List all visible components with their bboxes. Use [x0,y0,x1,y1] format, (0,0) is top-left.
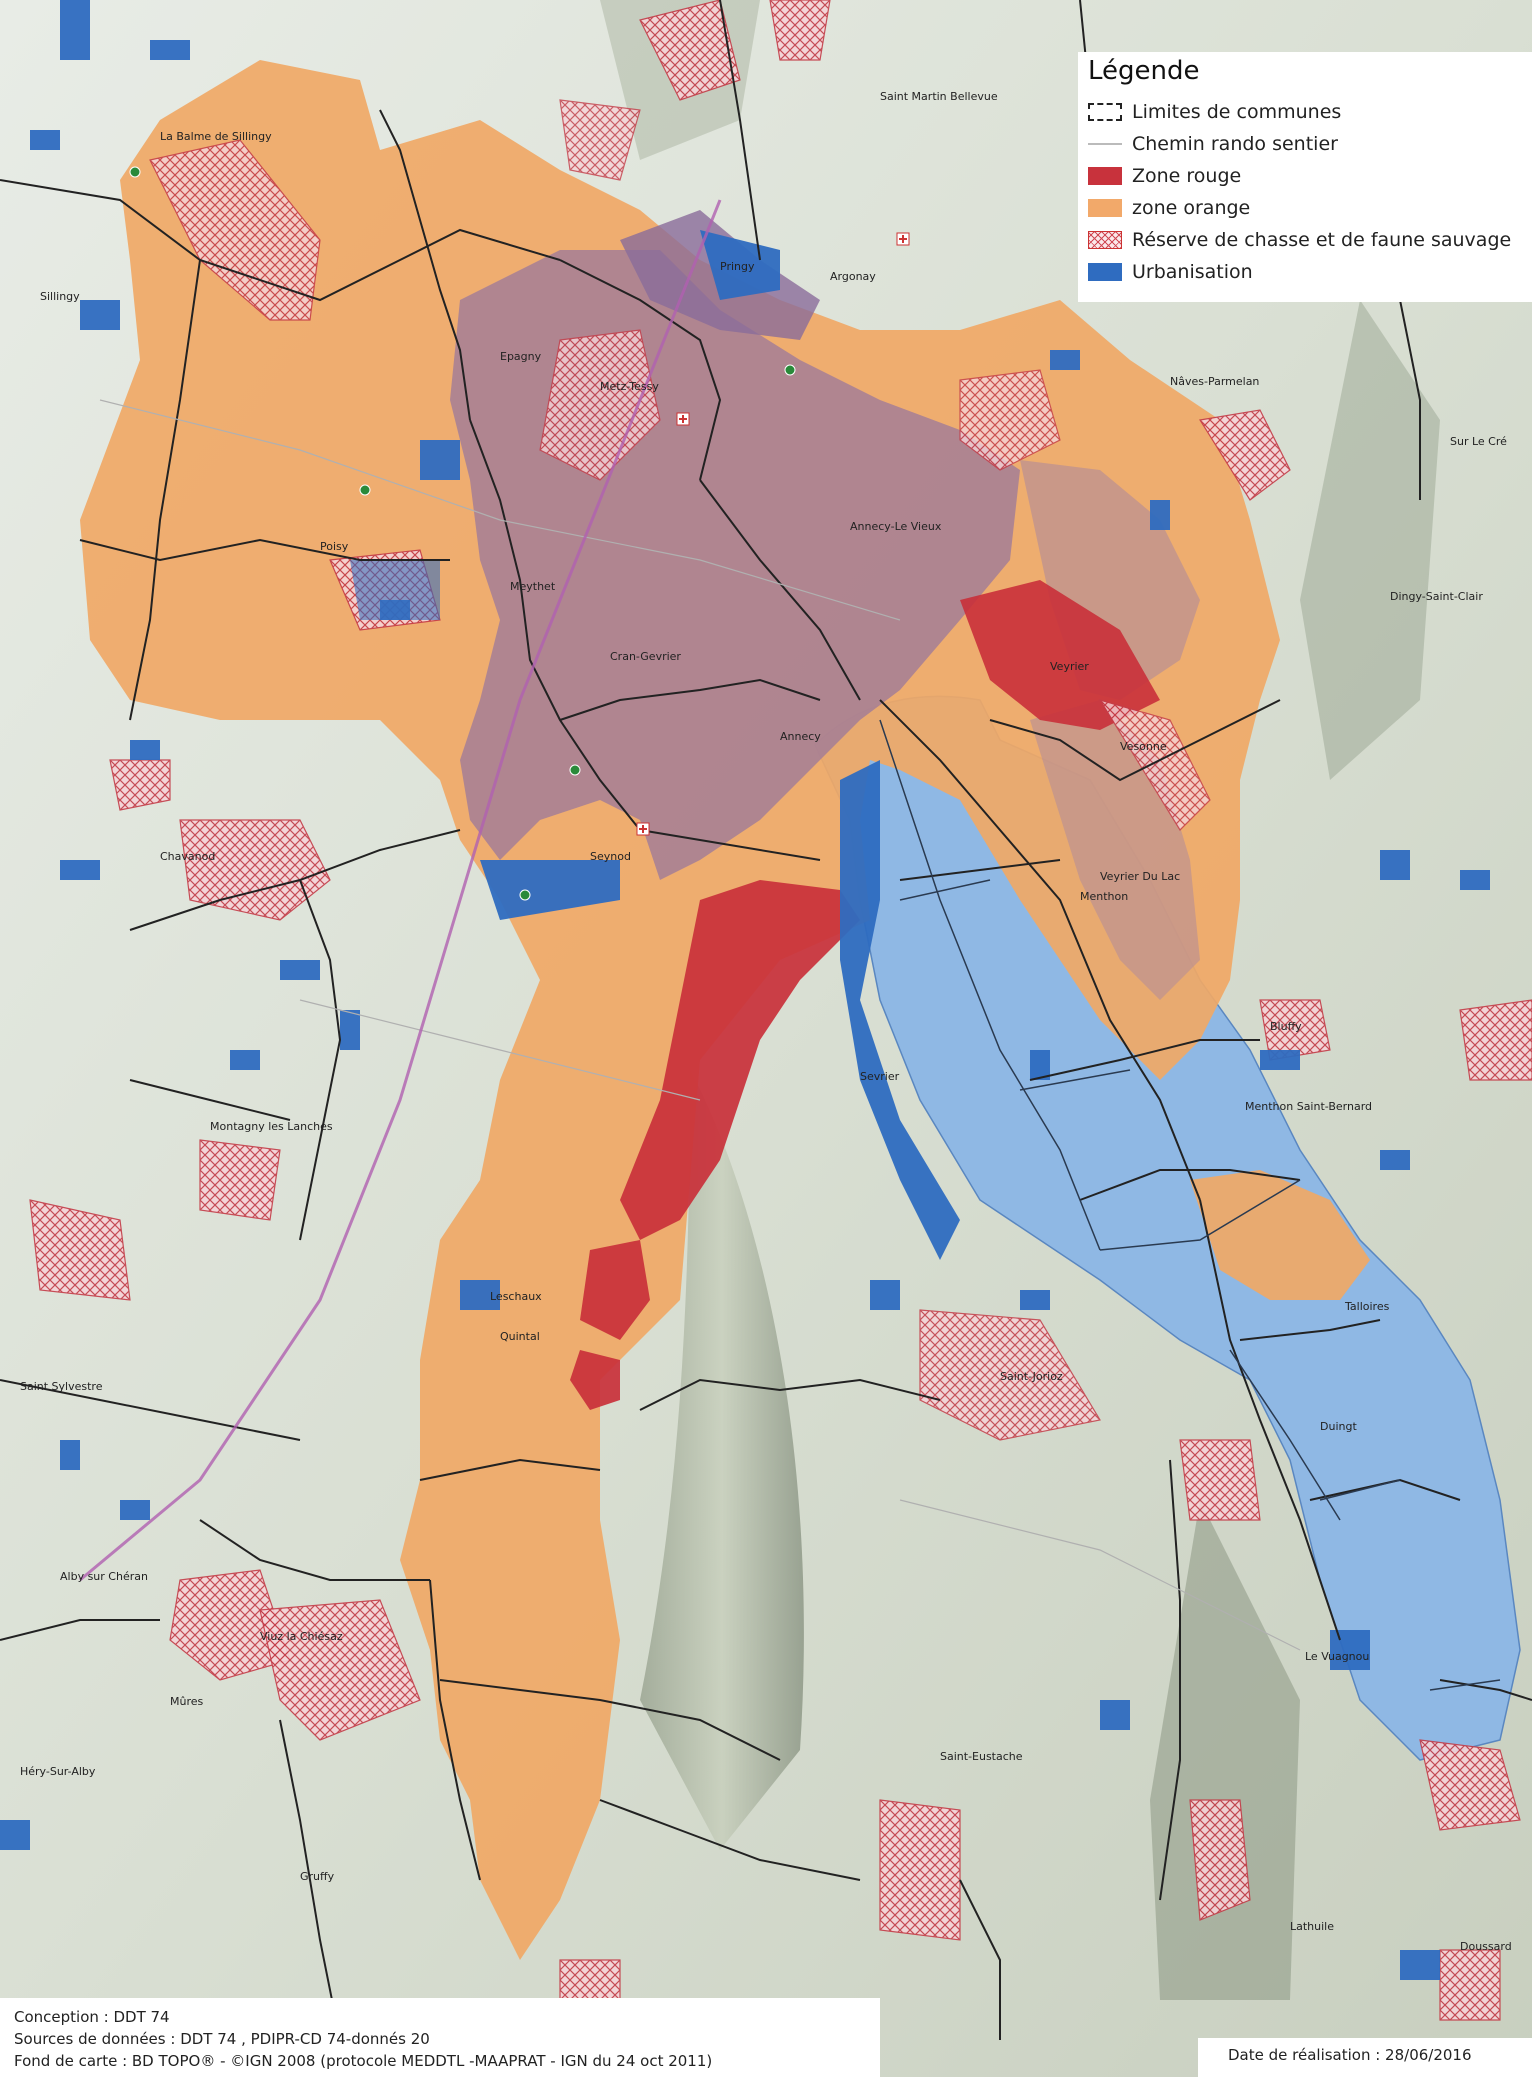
chemin-rando [99,399,1301,1651]
place-label: Talloires [1344,1300,1390,1313]
legend-label: Limites de communes [1132,101,1342,123]
legend-item-urban: Urbanisation [1088,256,1524,288]
legend-item-communes: Limites de communes [1088,96,1524,128]
place-label: Doussard [1460,1940,1512,1953]
place-label: Alby sur Chéran [60,1570,148,1583]
mountain-ridge-west [640,1070,804,1850]
place-label: Cran-Gevrier [610,650,681,663]
place-label: Argonay [830,270,876,283]
place-labels: La Balme de Sillingy Saint Martin Bellev… [20,90,1512,1953]
urbanisation-patches [0,0,1490,2060]
zone-rouge-swatch [1088,167,1122,185]
credit-fond: Fond de carte : BD TOPO® - ©IGN 2008 (pr… [14,2052,713,2070]
place-label: Seynod [590,850,631,863]
place-label: Pringy [720,260,755,273]
green-markers [129,166,796,901]
place-label: Meythet [510,580,556,593]
credit-sources: Sources de données : DDT 74 , PDIPR-CD 7… [14,2030,430,2048]
place-label: Lathuile [1290,1920,1334,1933]
place-label: Metz-Tessy [600,380,659,393]
place-label: Poisy [320,540,349,553]
place-label: Duingt [1320,1420,1357,1433]
place-label: Annecy-Le Vieux [850,520,942,533]
credits-panel: Conception : DDT 74 Sources de données :… [0,1998,880,2077]
place-label: Annecy [780,730,821,743]
place-label: Veyrier Du Lac [1100,870,1180,883]
place-label: Nâves-Parmelan [1170,375,1259,388]
place-label: Héry-Sur-Alby [20,1765,96,1778]
place-label: Le Vuagnou [1305,1650,1369,1663]
zone-orange-talloires [1190,1170,1370,1300]
urbanisation-swatch [1088,263,1122,281]
mountain-ridge-south [1150,1500,1300,2000]
place-label: Saint-Eustache [940,1750,1023,1763]
hospital-markers [636,232,910,836]
place-label: Bluffy [1270,1020,1302,1033]
reserve-swatch [1088,231,1122,249]
zone-rouge-leschaux [570,1350,620,1410]
place-label: Saint Martin Bellevue [880,90,998,103]
chemin-swatch [1088,143,1122,145]
place-label: La Balme de Sillingy [160,130,272,143]
legend-label: zone orange [1132,197,1251,219]
place-label: Epagny [500,350,542,363]
place-label: Veyrier [1050,660,1089,673]
credit-conception: Conception : DDT 74 [14,2008,170,2026]
place-label: Montagny les Lanches [210,1120,333,1133]
place-label: Menthon Saint-Bernard [1245,1100,1372,1113]
place-label: Vesonne [1120,740,1167,753]
place-label: Sur Le Cré [1450,435,1507,448]
legend-label: Urbanisation [1132,261,1253,283]
legend-item-orange: zone orange [1088,192,1524,224]
zone-rouge-quintal [580,1240,650,1340]
legend-item-chemin: Chemin rando sentier [1088,128,1524,160]
place-label: Sillingy [40,290,80,303]
legend-label: Zone rouge [1132,165,1242,187]
mountain-ridge-east [1300,300,1440,780]
zone-rouge-veyrier [960,580,1160,730]
place-label: Menthon [1080,890,1128,903]
legend-label: Chemin rando sentier [1132,133,1338,155]
zone-rouge-semnoz [620,880,860,1240]
place-label: Quintal [500,1330,540,1343]
legend-item-rouge: Zone rouge [1088,160,1524,192]
place-label: Leschaux [490,1290,542,1303]
place-label: Saint Sylvestre [20,1380,103,1393]
place-label: Chavanod [160,850,215,863]
legend-item-reserve: Réserve de chasse et de faune sauvage [1088,224,1524,256]
legend-panel: Légende Limites de communes Chemin rando… [1078,52,1532,302]
communes-swatch [1088,103,1122,121]
place-label: Viuz la Chiésaz [260,1630,343,1643]
legend-title: Légende [1088,56,1200,86]
zone-orange-swatch [1088,199,1122,217]
place-label: Dingy-Saint-Clair [1390,590,1483,603]
place-label: Sevrier [860,1070,900,1083]
place-label: Gruffy [300,1870,335,1883]
legend-label: Réserve de chasse et de faune sauvage [1132,229,1512,251]
lake-boundaries [879,719,1501,1691]
motorway-a41 [79,199,722,1582]
place-label: Mûres [170,1695,204,1708]
place-label: Saint-Jorioz [1000,1370,1063,1383]
date-realisation: Date de réalisation : 28/06/2016 [1198,2038,1532,2077]
